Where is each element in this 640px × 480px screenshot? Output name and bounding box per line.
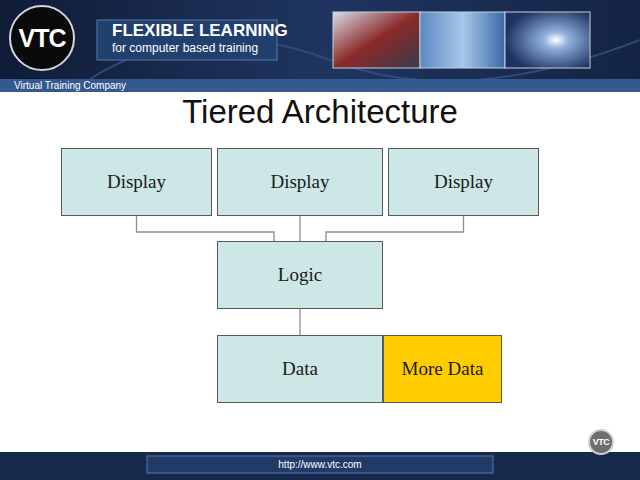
box-text: Display [270, 171, 329, 193]
box-text: More Data [402, 358, 484, 380]
connector-line [299, 216, 300, 241]
tier-box: Logic [217, 241, 383, 309]
small-logo-text: VTC [589, 435, 613, 449]
brand-heading: FLEXIBLE LEARNING [112, 21, 282, 41]
highlight-box: More Data [383, 335, 502, 403]
connector-line [326, 216, 464, 241]
box-text: Data [282, 358, 318, 380]
tier-box: Data [217, 335, 383, 403]
brand-tagline: for computer based training [112, 39, 282, 57]
box-text: Logic [278, 264, 322, 286]
header-band [0, 0, 640, 79]
header-photo [420, 12, 505, 68]
connector-line [299, 309, 300, 335]
tier-box: Display [217, 148, 383, 216]
tier-box: Display [388, 148, 539, 216]
box-text: Display [107, 171, 166, 193]
url-panel [147, 456, 493, 473]
footer-band [0, 452, 640, 480]
slide-title: Tiered Architecture [0, 93, 640, 131]
tier-box: Display [61, 148, 212, 216]
logo-text: VTC [10, 24, 74, 52]
vtc-logo [10, 6, 74, 70]
header-photo [333, 12, 420, 68]
company-bar [0, 79, 640, 92]
connector-line [137, 216, 275, 241]
box-text: Display [434, 171, 493, 193]
website-url: http://www.vtc.com [147, 456, 493, 473]
company-name: Virtual Training Company [14, 79, 214, 92]
small-logo [589, 430, 613, 454]
header-photo [505, 12, 590, 68]
